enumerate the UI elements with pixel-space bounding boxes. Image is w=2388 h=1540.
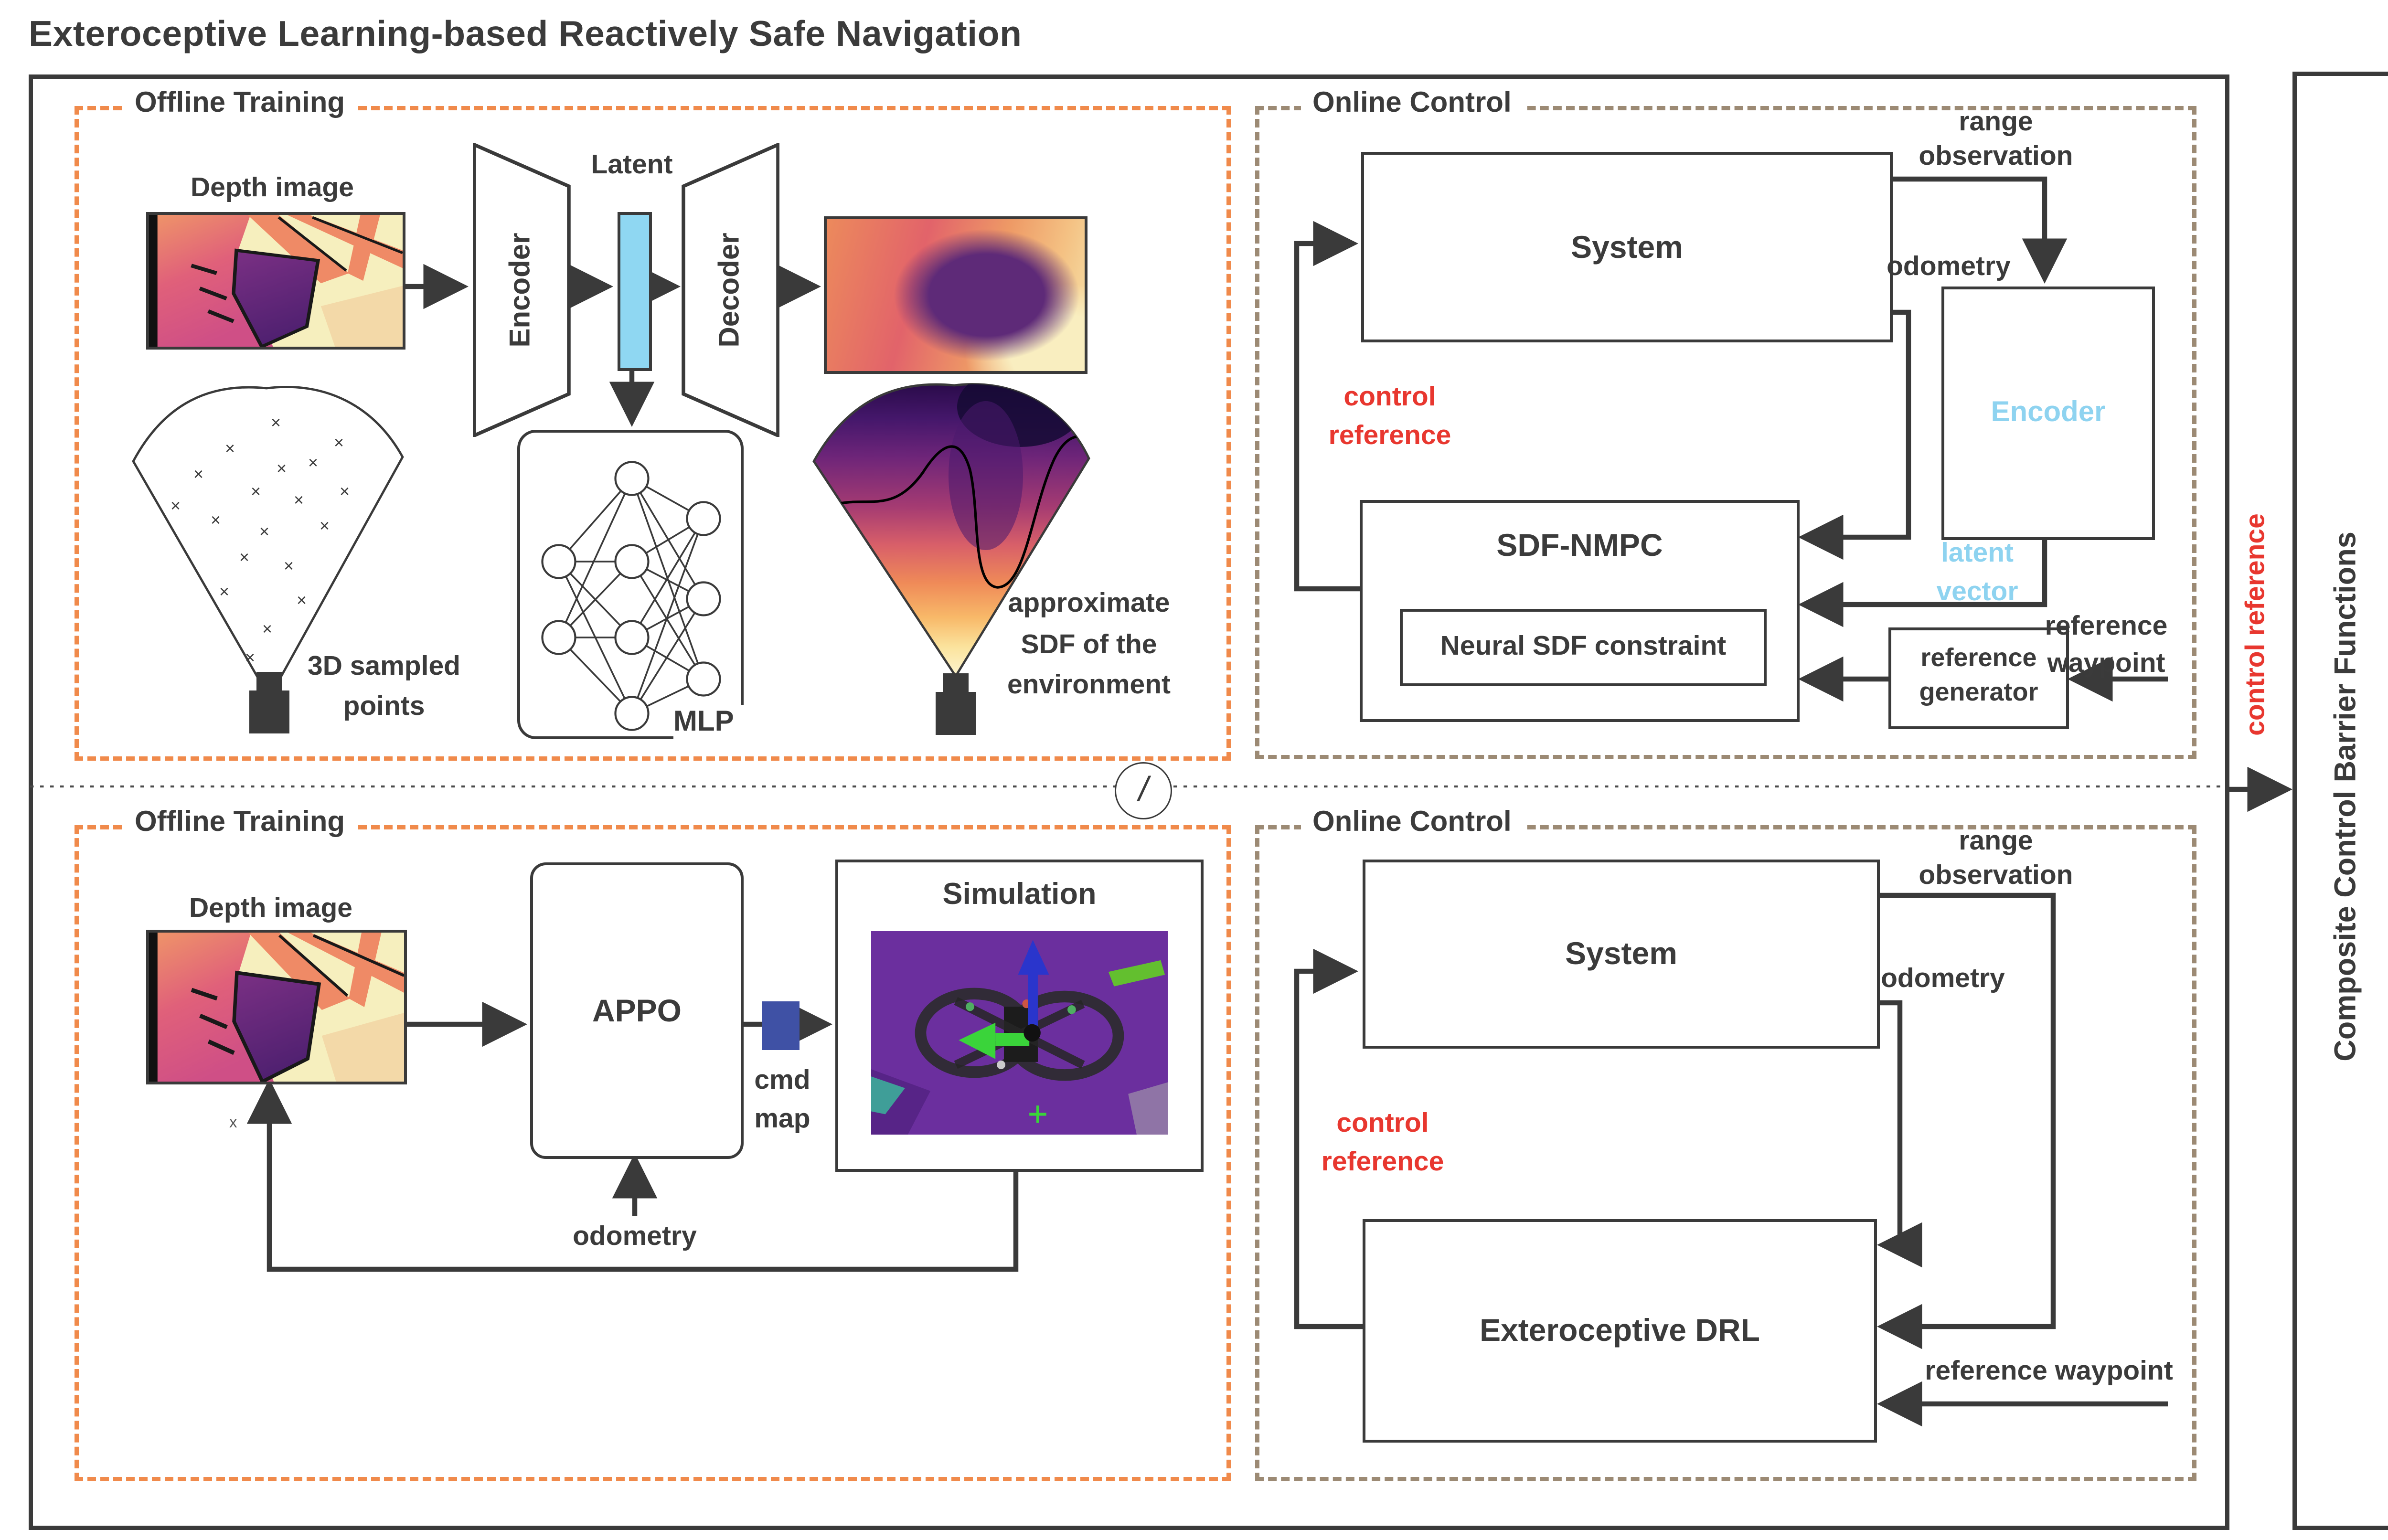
reference-waypoint-label-bottom: reference waypoint bbox=[1925, 1357, 2173, 1387]
svg-text:×: × bbox=[239, 547, 249, 567]
odometry-label-bottom: odometry bbox=[1881, 964, 2005, 994]
camera-icon bbox=[936, 692, 976, 735]
svg-text:×: × bbox=[277, 458, 287, 478]
latent-vector-label: latent vector bbox=[1936, 539, 2018, 607]
simulation-render bbox=[871, 931, 1168, 1135]
svg-text:×: × bbox=[308, 453, 318, 472]
sdf-fan bbox=[812, 383, 1090, 679]
sampled-points-fan: ××× ××× ××× ××× ××× ××× × bbox=[132, 386, 404, 700]
latent-vector-bar bbox=[618, 212, 652, 371]
reference-waypoint-label-top: reference waypoint bbox=[2045, 612, 2168, 679]
camera-icon bbox=[256, 672, 282, 690]
control-reference-label-top: control reference bbox=[1328, 382, 1451, 451]
reference-generator-box: reference generator bbox=[1888, 627, 2069, 729]
svg-text:×: × bbox=[340, 481, 350, 501]
svg-text:×: × bbox=[251, 481, 261, 501]
svg-text:×: × bbox=[171, 496, 181, 515]
latent-label: Latent bbox=[591, 150, 673, 181]
decoder-label: Decoder bbox=[714, 233, 746, 348]
svg-text:×: × bbox=[294, 490, 304, 510]
system-box-top: System bbox=[1361, 152, 1893, 342]
offline-training-top-label: Offline Training bbox=[123, 87, 357, 120]
cmd-map-square bbox=[762, 1001, 800, 1050]
depth-image-top bbox=[146, 212, 405, 350]
camera-icon bbox=[249, 690, 289, 733]
ccbf-box bbox=[2292, 72, 2388, 1530]
svg-text:×: × bbox=[219, 582, 229, 601]
offline-training-bottom-label: Offline Training bbox=[123, 807, 357, 839]
main-frame bbox=[29, 74, 2229, 1530]
divider-slash-badge: / bbox=[1115, 762, 1172, 819]
offline-training-top-box bbox=[75, 106, 1231, 761]
svg-text:×: × bbox=[262, 619, 272, 638]
stray-x-mark: x bbox=[229, 1115, 237, 1132]
svg-text:×: × bbox=[193, 464, 203, 484]
svg-text:×: × bbox=[211, 510, 221, 530]
online-control-bottom-label: Online Control bbox=[1301, 807, 1523, 839]
exteroceptive-drl-box: Exteroceptive DRL bbox=[1363, 1219, 1877, 1443]
svg-text:×: × bbox=[334, 433, 344, 452]
svg-text:×: × bbox=[284, 556, 294, 575]
depth-image-graphic bbox=[149, 215, 403, 347]
range-observation-label-bottom: range observation bbox=[1919, 827, 2073, 891]
mlp-label: MLP bbox=[673, 705, 759, 741]
svg-text:×: × bbox=[245, 648, 255, 667]
svg-text:×: × bbox=[297, 590, 307, 610]
online-control-bottom-box bbox=[1255, 825, 2196, 1481]
encoder-trapezoid bbox=[473, 143, 571, 437]
depth-image-label-bottom: Depth image bbox=[189, 894, 353, 924]
neural-sdf-constraint-box: Neural SDF constraint bbox=[1400, 609, 1767, 686]
sdf-nmpc-label: SDF-NMPC bbox=[1496, 527, 1663, 563]
encoder-label-top: Encoder bbox=[505, 233, 537, 348]
page-title: Exteroceptive Learning-based Reactively … bbox=[29, 14, 1022, 54]
svg-text:×: × bbox=[259, 521, 269, 541]
svg-text:×: × bbox=[225, 438, 235, 458]
depth-image-graphic bbox=[149, 933, 404, 1082]
drone-render-graphic bbox=[871, 931, 1168, 1135]
sdf-caption: approximate SDF of the environment bbox=[1007, 589, 1171, 701]
reference-generator-label: reference generator bbox=[1919, 643, 2038, 707]
cmd-map-label: cmd map bbox=[754, 1066, 810, 1134]
divider-slash: / bbox=[1138, 771, 1148, 809]
sampled-points-label: 3D sampled points bbox=[308, 652, 460, 722]
svg-text:×: × bbox=[271, 413, 281, 432]
neural-network-icon bbox=[541, 461, 721, 731]
decoder-trapezoid bbox=[682, 143, 779, 437]
online-control-top-label: Online Control bbox=[1301, 87, 1523, 120]
svg-text:×: × bbox=[320, 516, 330, 535]
system-box-bottom: System bbox=[1363, 860, 1880, 1049]
odometry-label-offline: odometry bbox=[573, 1222, 697, 1252]
sdf-nmpc-box: SDF-NMPC Neural SDF constraint bbox=[1360, 500, 1800, 722]
depth-image-label-top: Depth image bbox=[190, 173, 354, 203]
odometry-label-top: odometry bbox=[1887, 252, 2011, 282]
control-reference-rail-label: control reference bbox=[2241, 513, 2271, 736]
camera-icon bbox=[943, 673, 969, 692]
online-control-top-box bbox=[1255, 106, 2196, 759]
control-reference-label-bottom: control reference bbox=[1321, 1109, 1444, 1177]
depth-image-bottom bbox=[146, 930, 407, 1084]
mlp-box bbox=[517, 430, 744, 739]
encoder-box-online: Encoder bbox=[1941, 287, 2155, 540]
ccbf-label: Composite Control Barrier Functions bbox=[2329, 531, 2363, 1062]
offline-training-bottom-box bbox=[75, 825, 1231, 1481]
range-observation-label-top: range observation bbox=[1919, 107, 2073, 172]
appo-box: APPO bbox=[530, 862, 744, 1159]
simulation-box: Simulation bbox=[835, 860, 1204, 1172]
simulation-label: Simulation bbox=[942, 878, 1097, 911]
reconstructed-depth-image bbox=[824, 216, 1087, 374]
